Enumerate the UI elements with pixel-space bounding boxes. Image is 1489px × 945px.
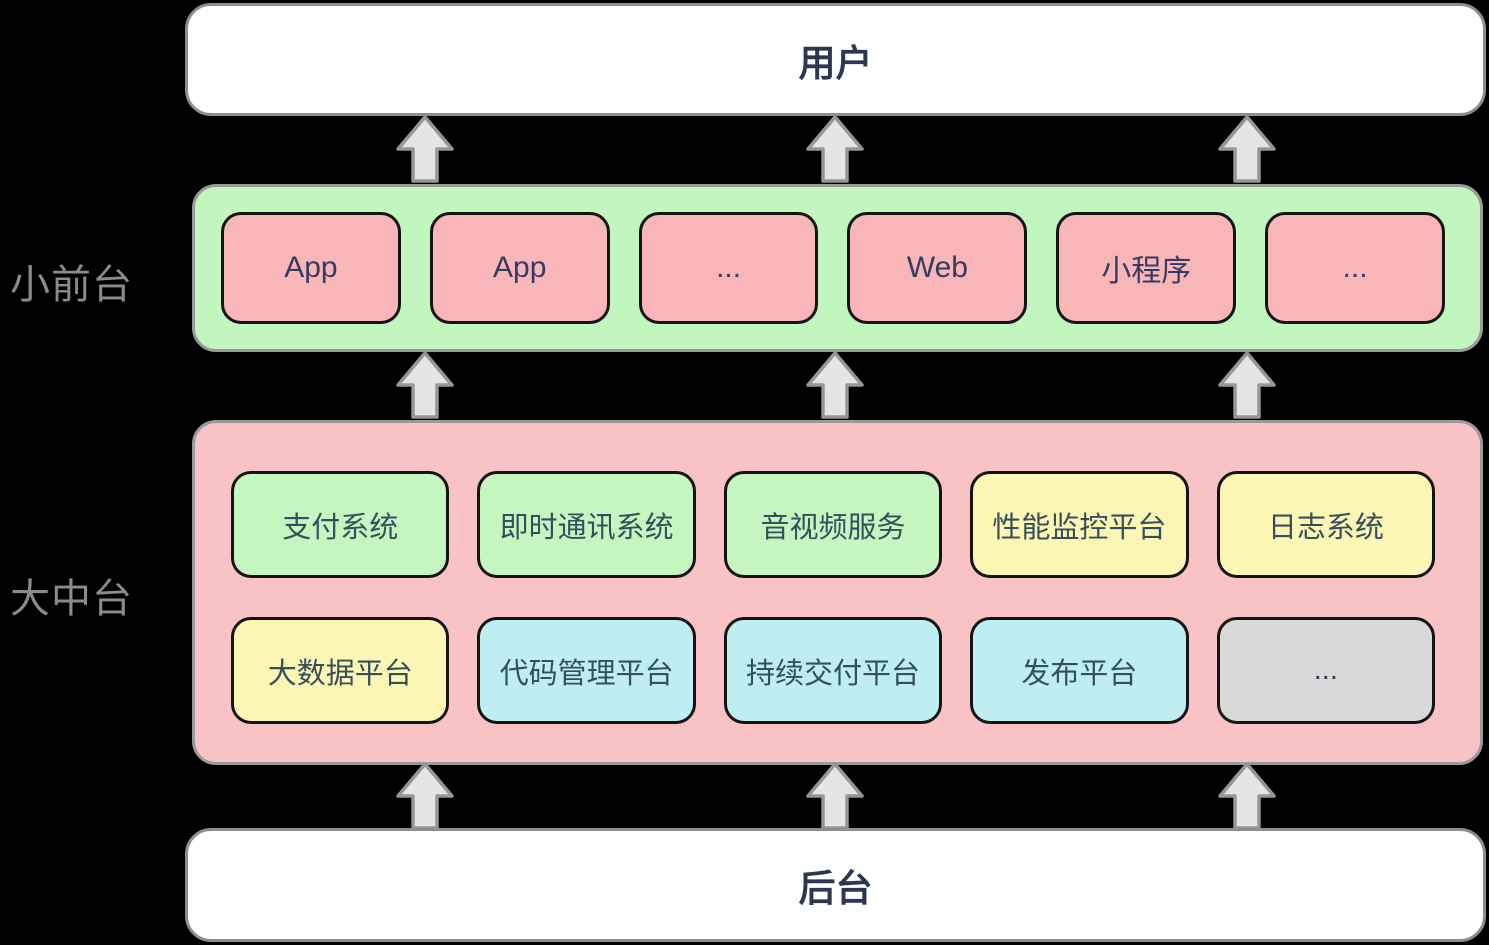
middleware-layer-label: 大中台: [10, 577, 133, 621]
backend-box: 后台: [185, 828, 1486, 942]
middleware-item-cd: 持续交付平台: [723, 617, 943, 724]
middleware-item-ellipsis: ...: [1216, 617, 1436, 724]
middleware-item-perf-monitor: 性能监控平台: [970, 471, 1189, 578]
up-block-arrow-icon: [1217, 761, 1277, 831]
frontend-item-web: Web: [847, 212, 1028, 324]
backend-box-label: 后台: [798, 868, 873, 909]
middleware-item-payment: 支付系统: [231, 471, 450, 578]
up-block-arrow-icon: [1217, 350, 1277, 420]
middleware-row-1: 支付系统 即时通讯系统 音视频服务 性能监控平台 日志系统: [231, 471, 1436, 578]
middleware-item-code-mgmt: 代码管理平台: [477, 617, 696, 724]
frontend-item-app2: App: [429, 212, 610, 324]
frontend-layer-label: 小前台: [10, 263, 133, 307]
frontend-item-miniprogram: 小程序: [1056, 212, 1237, 324]
up-block-arrow-icon: [805, 114, 865, 184]
middleware-item-release: 发布平台: [970, 617, 1189, 724]
frontend-item-app1: App: [221, 212, 401, 324]
up-block-arrow-icon: [395, 761, 455, 831]
user-box-label: 用户: [798, 42, 873, 84]
frontend-item-ellipsis1: ...: [638, 212, 819, 324]
up-block-arrow-icon: [395, 114, 455, 184]
middleware-item-bigdata: 大数据平台: [231, 617, 450, 724]
up-block-arrow-icon: [1217, 114, 1277, 184]
up-block-arrow-icon: [395, 350, 455, 420]
user-box: 用户: [185, 3, 1486, 116]
middleware-row-2: 大数据平台 代码管理平台 持续交付平台 发布平台 ...: [231, 617, 1436, 724]
up-block-arrow-icon: [805, 761, 865, 831]
frontend-item-ellipsis2: ...: [1265, 212, 1445, 324]
up-block-arrow-icon: [805, 350, 865, 420]
frontend-container: App App ... Web 小程序 ...: [192, 184, 1483, 352]
middleware-item-logging: 日志系统: [1216, 471, 1436, 578]
middleware-item-av: 音视频服务: [723, 471, 943, 578]
middleware-container: 支付系统 即时通讯系统 音视频服务 性能监控平台 日志系统 大数据平台 代码管理…: [192, 420, 1483, 765]
middleware-item-im: 即时通讯系统: [477, 471, 696, 578]
